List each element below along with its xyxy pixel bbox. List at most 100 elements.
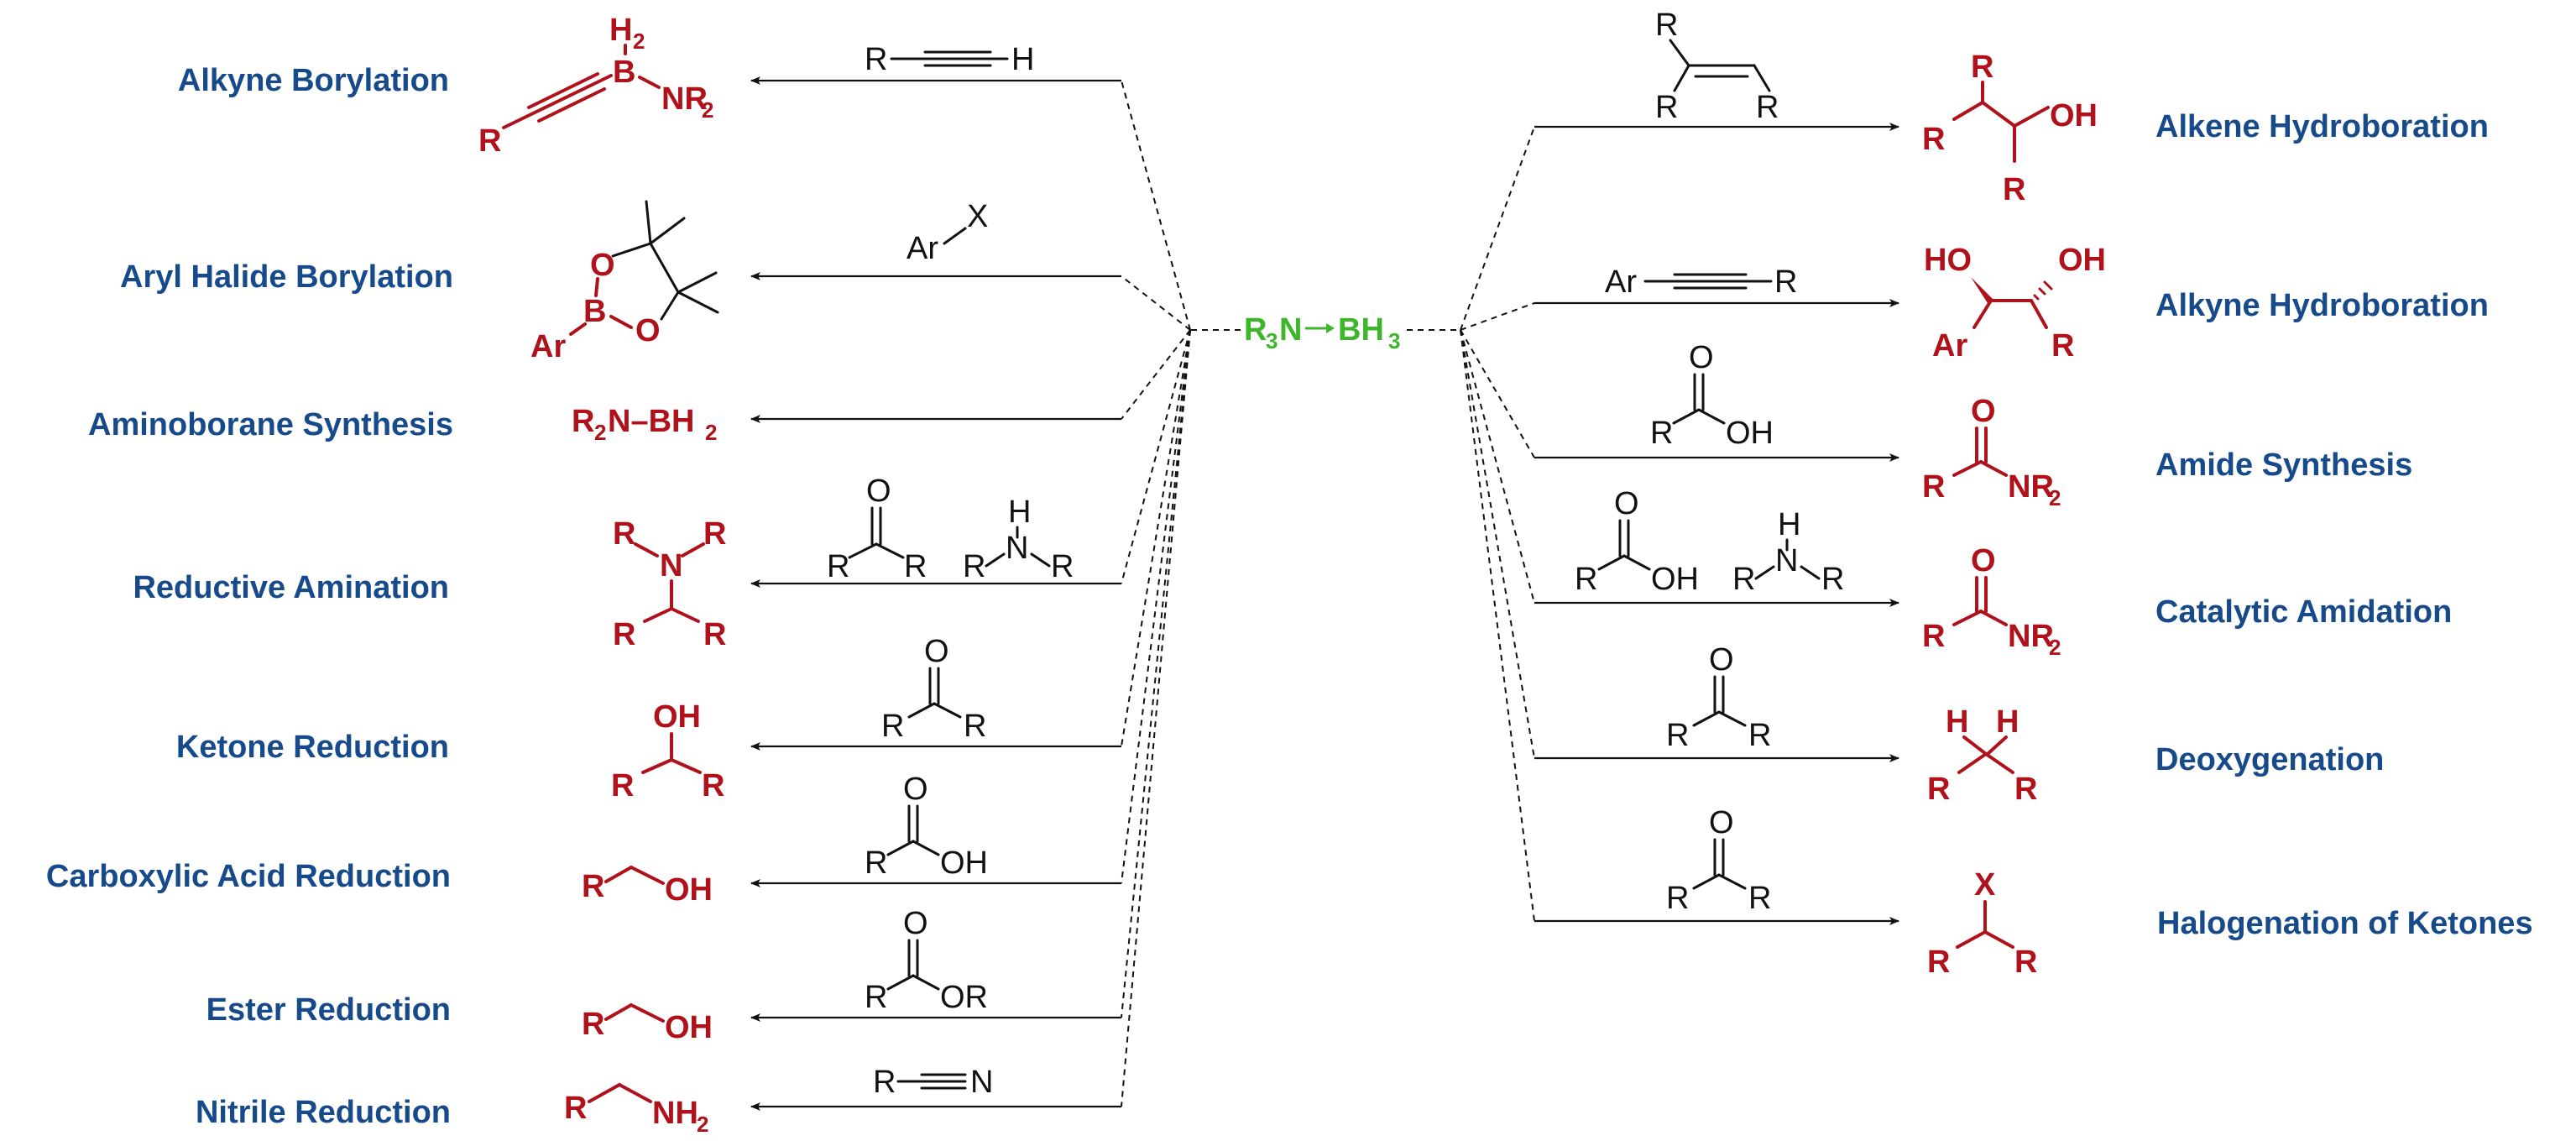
atom-r: R bbox=[611, 768, 634, 803]
atom-r: R bbox=[572, 404, 594, 439]
atom-o: O bbox=[1689, 340, 1714, 375]
bond bbox=[875, 542, 905, 559]
atom-subscript: 2 bbox=[705, 420, 717, 445]
reagent-carboxylic-acid-right: O R OH bbox=[1650, 340, 1774, 451]
atom-h: H bbox=[1011, 42, 1034, 77]
reagent-carboxylic-acid: O R OH bbox=[865, 772, 988, 881]
bond bbox=[1986, 735, 2008, 756]
label-amide-synthesis: Amide Synthesis bbox=[2155, 448, 2412, 483]
bond bbox=[618, 1083, 652, 1103]
bond bbox=[1979, 460, 2008, 477]
atom-n: N bbox=[970, 1065, 993, 1100]
product-primary-alcohol-ester: R OH bbox=[582, 1003, 713, 1045]
bond bbox=[1957, 752, 1988, 774]
atom-r: R bbox=[1774, 264, 1797, 300]
atom-oh: OH bbox=[653, 699, 701, 735]
hash-line bbox=[2043, 280, 2053, 290]
atom-oh: OH bbox=[1726, 416, 1774, 451]
atom-r: R bbox=[1748, 718, 1771, 753]
atom-r: R bbox=[1927, 945, 1950, 980]
atom-oh: OH bbox=[665, 872, 713, 908]
atom-o: O bbox=[903, 772, 928, 807]
product-amide-catalytic: O R NR 2 bbox=[1922, 543, 2061, 660]
dash-right-5 bbox=[1460, 329, 1535, 759]
atom-r: R bbox=[2003, 172, 2025, 207]
atom-n: N bbox=[660, 548, 682, 584]
right-labels: Alkene Hydroboration Alkyne Hydroboratio… bbox=[2155, 109, 2533, 941]
atom-r: R bbox=[2051, 328, 2074, 364]
bond bbox=[569, 322, 587, 336]
dash-right-1 bbox=[1460, 126, 1535, 331]
atom-o: O bbox=[903, 906, 928, 941]
atom-o: O bbox=[1709, 805, 1734, 840]
atom-ar: Ar bbox=[907, 231, 938, 266]
bond bbox=[1956, 930, 1987, 949]
right-connectors bbox=[1460, 123, 1899, 925]
bond bbox=[1030, 552, 1051, 568]
dash-right-3 bbox=[1460, 329, 1535, 458]
atom-r: R bbox=[613, 516, 635, 552]
product-alkyl-halide: X R R bbox=[1927, 867, 2037, 980]
label-deoxygenation: Deoxygenation bbox=[2155, 742, 2384, 777]
atom-r: R bbox=[1922, 619, 1945, 654]
bond bbox=[1962, 735, 1988, 756]
center-reagent-n: N bbox=[1279, 312, 1302, 348]
atom-r: R bbox=[1655, 90, 1678, 125]
product-amide: O R NR 2 bbox=[1922, 394, 2061, 510]
bond bbox=[1979, 610, 2008, 626]
bond bbox=[670, 758, 702, 774]
atom-n: N bbox=[1006, 531, 1028, 566]
bond bbox=[660, 290, 680, 321]
reagent-ketone-halogenation: O R R bbox=[1666, 805, 1771, 916]
atom-r: R bbox=[865, 42, 887, 77]
bond bbox=[634, 542, 659, 557]
bond bbox=[1697, 408, 1726, 425]
reagent-ester: O R OR bbox=[865, 906, 988, 1015]
bond bbox=[848, 542, 878, 559]
bond bbox=[1673, 64, 1690, 92]
dash-left-6 bbox=[1121, 329, 1191, 884]
product-diol: HO OH Ar R bbox=[1924, 243, 2106, 364]
label-alkyne-hydroboration: Alkyne Hydroboration bbox=[2155, 288, 2489, 323]
left-connectors bbox=[750, 76, 1191, 1111]
atom-b: B bbox=[613, 55, 635, 90]
atom-r: R bbox=[963, 549, 985, 584]
reagent-internal-alkyne: Ar R bbox=[1605, 264, 1797, 300]
atom-oh: OH bbox=[2058, 243, 2106, 278]
dash-left-1 bbox=[1121, 80, 1191, 331]
hashed-bond bbox=[2033, 280, 2053, 301]
reagent-ketone-deoxygenation: O R R bbox=[1666, 642, 1771, 753]
bond bbox=[1952, 610, 1983, 626]
wedge-bond bbox=[1971, 277, 1993, 303]
hash-line bbox=[2033, 294, 2040, 301]
bond bbox=[886, 840, 915, 856]
dash-left-2 bbox=[1121, 275, 1191, 331]
atom-r: R bbox=[1051, 549, 1074, 584]
product-primary-amine: R NH 2 bbox=[564, 1083, 708, 1137]
bond bbox=[604, 1003, 633, 1021]
reagent-nitrile: R N bbox=[873, 1065, 993, 1100]
atom-n-bh: N–BH bbox=[608, 404, 694, 439]
reagent-ketone: O R R bbox=[881, 634, 986, 744]
bond bbox=[2013, 106, 2050, 128]
bond bbox=[630, 866, 665, 885]
bond bbox=[1717, 710, 1747, 727]
reagent-aryl-halide: Ar X bbox=[907, 199, 988, 266]
bond bbox=[1753, 64, 1771, 92]
label-halogenation-of-ketones: Halogenation of Ketones bbox=[2157, 906, 2533, 941]
bond bbox=[1754, 565, 1775, 580]
bond bbox=[886, 974, 915, 991]
atom-r: R bbox=[904, 549, 927, 584]
atom-or: OR bbox=[940, 980, 988, 1015]
center-reagent-r: R bbox=[1244, 312, 1267, 348]
bond bbox=[643, 607, 673, 623]
bond bbox=[594, 277, 599, 297]
bond bbox=[1952, 101, 1984, 121]
atom-subscript: 2 bbox=[697, 1112, 708, 1137]
atom-r: R bbox=[827, 549, 849, 584]
atom-subscript: 2 bbox=[633, 29, 645, 54]
atom-subscript: 2 bbox=[702, 97, 713, 123]
bond bbox=[641, 758, 673, 774]
bond bbox=[527, 72, 599, 109]
atom-r: R bbox=[703, 617, 726, 652]
